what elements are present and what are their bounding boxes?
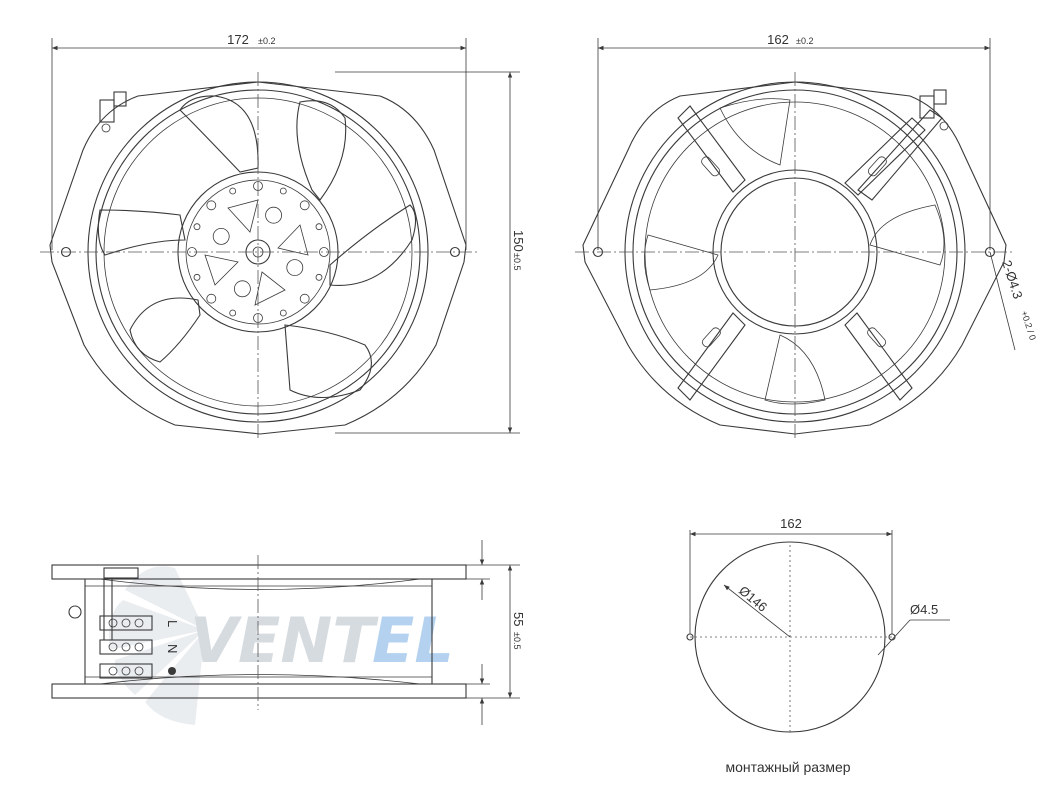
mount-holes-tolerance: +0.2 / 0 bbox=[1019, 310, 1038, 342]
ventel-watermark: VENT EL bbox=[108, 566, 454, 725]
mount-holes-leader bbox=[989, 251, 1016, 351]
side-bottom-flange bbox=[51, 683, 467, 699]
side-terminal-block bbox=[68, 567, 176, 679]
mounting-caption: монтажный размер bbox=[725, 759, 850, 775]
watermark-text-part2: EL bbox=[372, 604, 454, 677]
depth-label: 55 bbox=[511, 612, 526, 626]
hub-pocket bbox=[286, 259, 304, 277]
depth-tolerance: ±0.5 bbox=[512, 632, 522, 649]
side-housing-walls bbox=[84, 579, 433, 684]
hub-hole bbox=[229, 309, 237, 317]
height-label: 150 bbox=[511, 230, 526, 252]
side-housing-curves bbox=[99, 578, 421, 685]
front-blades bbox=[97, 95, 417, 398]
back-view: 162 ±0.2 2-Ø4.3 +0.2 / 0 bbox=[575, 32, 1038, 440]
terminal-label-n: N bbox=[165, 644, 180, 653]
front-width-tolerance: ±0.2 bbox=[258, 36, 275, 46]
hub-hole bbox=[229, 187, 237, 195]
back-terminal bbox=[919, 89, 949, 131]
watermark-text-part1: VENT bbox=[190, 604, 379, 677]
front-hub-holes bbox=[187, 181, 329, 323]
back-width-label: 162 bbox=[767, 32, 789, 47]
mounting-pattern-view: 162 Ø146 Ø4.5 монтажный размер bbox=[686, 516, 950, 775]
side-top-flange bbox=[51, 564, 467, 580]
hub-pocket bbox=[212, 227, 230, 245]
hub-hole bbox=[206, 293, 217, 304]
hub-hole bbox=[193, 273, 201, 281]
back-width-tolerance: ±0.2 bbox=[796, 36, 813, 46]
front-terminal bbox=[99, 91, 127, 133]
back-struts bbox=[677, 105, 926, 401]
terminal-label-l: L bbox=[165, 620, 180, 627]
hub-hole bbox=[299, 293, 310, 304]
hub-pocket bbox=[233, 280, 251, 298]
hub-hole bbox=[279, 187, 287, 195]
side-view: L N 55 ±0.5 bbox=[51, 540, 526, 725]
hub-pocket bbox=[265, 206, 283, 224]
hub-hole bbox=[315, 273, 323, 281]
hub-hole bbox=[193, 223, 201, 231]
hole-dia-leader bbox=[877, 619, 911, 656]
front-view: 172 ±0.2 150 ±0.5 bbox=[40, 32, 526, 440]
hub-hole bbox=[206, 200, 217, 211]
mount-holes-label: 2-Ø4.3 bbox=[999, 258, 1026, 300]
back-blades bbox=[644, 98, 945, 405]
hub-hole bbox=[299, 200, 310, 211]
circle-dia-leader bbox=[723, 584, 791, 638]
hub-hole bbox=[315, 223, 323, 231]
pitch-label: 162 bbox=[780, 516, 802, 531]
front-flange bbox=[49, 81, 467, 435]
height-tolerance: ±0.5 bbox=[512, 253, 522, 270]
hole-dia-label: Ø4.5 bbox=[910, 602, 938, 617]
ground-terminal-dot bbox=[168, 667, 176, 675]
back-cable-channel bbox=[857, 109, 943, 201]
front-width-label: 172 bbox=[227, 32, 249, 47]
front-hub-spokes bbox=[204, 199, 309, 306]
hub-hole bbox=[279, 309, 287, 317]
